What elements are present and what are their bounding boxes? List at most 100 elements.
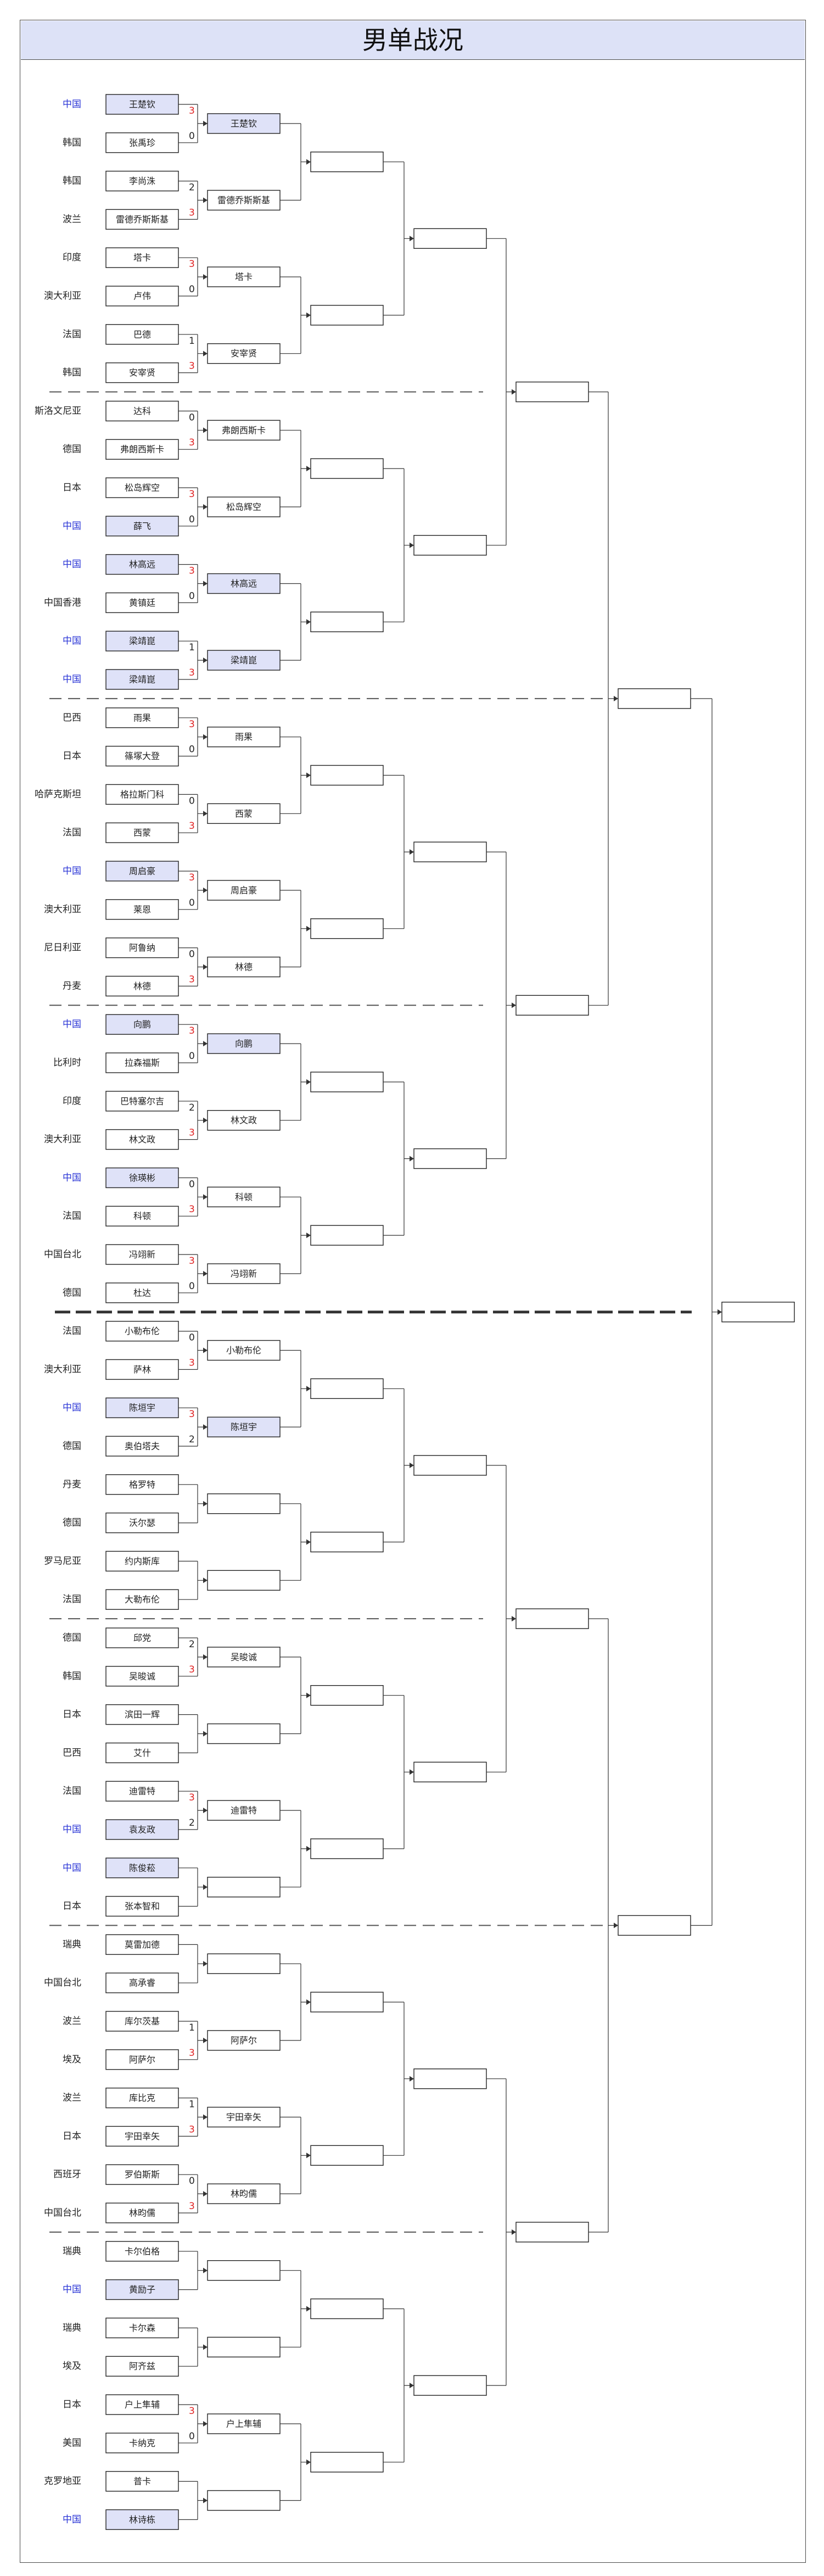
player-box [105, 1781, 179, 1802]
match-score: 3 [189, 566, 195, 577]
player-name: 张禹珍 [129, 137, 155, 148]
player-box [105, 1704, 179, 1725]
player-country: 澳大利亚 [44, 291, 81, 302]
player-name: 向鹏 [133, 1019, 151, 1030]
arrow-icon [306, 1539, 311, 1545]
round-box [413, 841, 487, 862]
player-box [105, 439, 179, 460]
arrow-icon [203, 1270, 208, 1276]
round-box [310, 152, 384, 172]
player-country: 中国台北 [44, 1249, 81, 1260]
player-name: 拉森福斯 [125, 1058, 160, 1068]
match-score: 3 [189, 1357, 195, 1368]
player-box [105, 1091, 179, 1112]
player-name: 奥伯塔夫 [125, 1441, 160, 1452]
player-country: 克罗地亚 [44, 2476, 81, 2487]
winner-box [207, 1570, 281, 1591]
player-box [105, 2356, 179, 2377]
player-box [105, 286, 179, 306]
match-score: 3 [189, 872, 195, 883]
player-box [105, 2317, 179, 2339]
round-box [618, 1915, 691, 1936]
arrow-icon [203, 1577, 208, 1583]
player-name: 库比克 [129, 2093, 155, 2103]
player-name: 冯翊新 [129, 1250, 155, 1260]
player-country: 斯洛文尼亚 [35, 405, 81, 416]
arrow-icon [614, 1922, 618, 1928]
player-country: 中国台北 [44, 2207, 81, 2218]
player-country: 韩国 [63, 176, 81, 187]
player-box [105, 170, 179, 192]
arrow-icon [203, 2344, 208, 2350]
player-box [105, 2433, 179, 2454]
arrow-icon [203, 581, 208, 587]
player-name: 格拉斯门科 [120, 789, 164, 800]
arrow-icon [203, 1347, 208, 1353]
winner-name: 科顿 [235, 1192, 253, 1202]
match-score: 0 [189, 2176, 195, 2187]
player-box [105, 1551, 179, 1572]
arrow-icon [306, 772, 311, 778]
player-country: 巴西 [63, 1747, 81, 1758]
player-box [105, 362, 179, 383]
winner-box [207, 803, 281, 824]
match-score: 2 [189, 1817, 195, 1828]
player-name: 普卡 [133, 2476, 151, 2486]
arrow-icon [306, 1692, 311, 1698]
arrow-icon [203, 887, 208, 893]
player-name: 林高远 [129, 559, 155, 570]
arrow-icon [306, 1386, 311, 1392]
winner-name: 林昀儒 [231, 2189, 257, 2199]
arrow-icon [203, 734, 208, 740]
player-box [105, 1512, 179, 1534]
player-country: 法国 [63, 1594, 81, 1605]
winner-box [207, 113, 281, 134]
player-country: 日本 [63, 751, 81, 762]
arrow-icon [203, 350, 208, 356]
player-box [105, 477, 179, 498]
player-name: 格罗特 [129, 1479, 155, 1490]
player-box [105, 1014, 179, 1035]
player-country: 波兰 [63, 2093, 81, 2104]
match-score: 3 [189, 2124, 195, 2135]
match-score: 0 [189, 2431, 195, 2442]
player-country: 德国 [63, 1287, 81, 1298]
arrow-icon [512, 2229, 516, 2235]
arrow-icon [203, 2267, 208, 2273]
player-country: 日本 [63, 1709, 81, 1720]
winner-name: 向鹏 [235, 1039, 253, 1049]
winner-name: 塔卡 [235, 272, 253, 282]
winner-name: 松岛辉空 [226, 501, 261, 512]
arrow-icon [306, 2306, 311, 2312]
player-name: 雷德乔斯斯基 [116, 214, 169, 225]
arrow-icon [203, 1424, 208, 1430]
player-country: 日本 [63, 482, 81, 493]
player-country: 中国 [63, 866, 81, 877]
player-name: 滨田一辉 [125, 1709, 160, 1720]
player-box [105, 1474, 179, 1495]
player-name: 卢伟 [133, 291, 151, 302]
player-box [105, 784, 179, 805]
winner-box [207, 1033, 281, 1054]
arrow-icon [410, 849, 414, 855]
round-box [310, 1685, 384, 1706]
match-score: 2 [189, 182, 195, 193]
arrow-icon [306, 1079, 311, 1085]
winner-name: 小勒布伦 [226, 1345, 261, 1356]
match-score: 3 [189, 437, 195, 448]
winner-box [207, 650, 281, 671]
bracket-frame [20, 20, 806, 2563]
player-name: 袁友政 [129, 1825, 155, 1835]
winner-box [207, 189, 281, 211]
player-name: 达科 [133, 406, 151, 416]
player-country: 法国 [63, 1786, 81, 1797]
player-name: 陈垣宇 [129, 1403, 155, 1413]
arrow-icon [306, 159, 311, 165]
player-country: 韩国 [63, 1671, 81, 1682]
round-box [515, 1608, 589, 1629]
player-country: 哈萨克斯坦 [35, 789, 81, 800]
match-score: 0 [189, 1051, 195, 1062]
player-box [105, 516, 179, 537]
arrow-icon [203, 964, 208, 970]
player-country: 中国台北 [44, 1977, 81, 1988]
